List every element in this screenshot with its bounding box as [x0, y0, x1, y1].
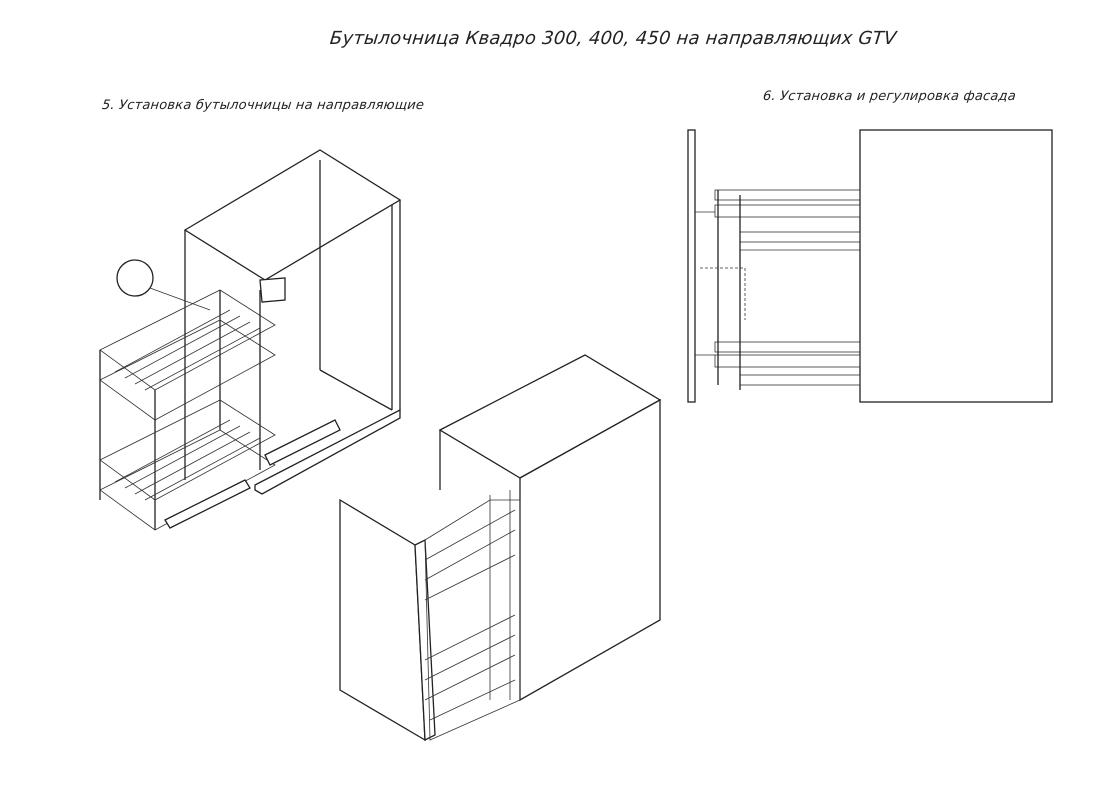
step-5-cabinet-drawing [116, 149, 402, 495]
step-5-installed-cabinet [339, 354, 662, 742]
basket-upper [99, 277, 341, 531]
step-6-facade-drawing [687, 129, 1053, 403]
